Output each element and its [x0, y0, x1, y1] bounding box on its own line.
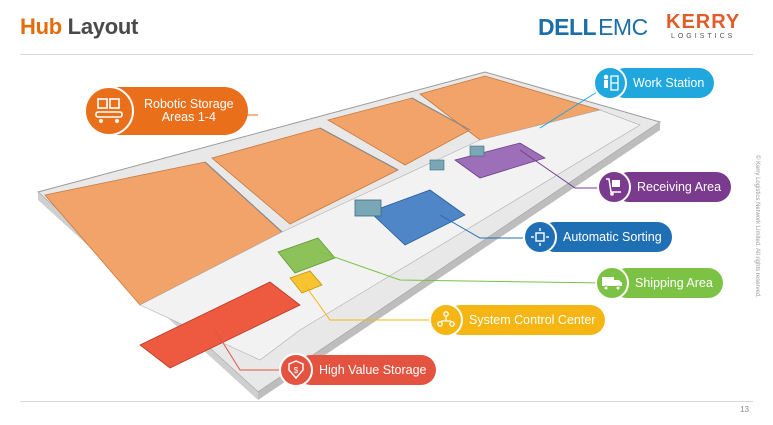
footer-divider [20, 401, 753, 402]
dell-emc-logo: DELLEMC [538, 14, 648, 41]
box-arrows-icon [523, 220, 557, 254]
shipping-area-text: Shipping Area [635, 275, 713, 290]
robotic-storage-label: Robotic Storage Areas 1-4 [84, 86, 248, 136]
partition-wall-1 [204, 161, 283, 233]
leader-shipping [319, 251, 606, 284]
people-network-icon [429, 303, 463, 337]
high-value-storage-text: High Value Storage [319, 362, 427, 377]
shipping-area-label: Shipping Area [595, 266, 723, 300]
high-value-zone [139, 281, 301, 369]
receiving-area-text: Receiving Area [637, 179, 722, 194]
worker-shelf-icon [593, 66, 627, 100]
partition-wall-3 [411, 97, 471, 131]
system-control-center-label: System Control Center [429, 303, 606, 337]
work-station-unit-3 [469, 145, 485, 157]
title-accent: Hub [20, 14, 62, 39]
logo-logistics-text: LOGISTICS [670, 33, 736, 40]
robotic-storage-line2: Areas 1-4 [161, 110, 216, 124]
page-number: 13 [740, 405, 749, 414]
safe-badge-icon: $ [279, 353, 313, 387]
page-title: Hub Layout [20, 14, 138, 40]
leader-control-center [304, 284, 435, 321]
leader-sorting [439, 214, 525, 239]
receiving-area-label: Receiving Area [597, 170, 732, 204]
leader-high-value [214, 329, 285, 371]
system-control-center-text: System Control Center [469, 312, 596, 327]
work-station-label: Work Station [593, 66, 715, 100]
control-center-zone [289, 270, 323, 294]
work-station-unit-2 [429, 159, 445, 171]
boxes-conveyor-icon [84, 86, 134, 136]
robotic-storage-line1: Robotic Storage [144, 97, 234, 111]
shipping-zone [277, 237, 336, 274]
high-value-storage-label: $ High Value Storage [279, 353, 437, 387]
sorting-zone [369, 189, 466, 246]
work-station-text: Work Station [633, 75, 705, 90]
logo-kerry-text: KERRY [666, 11, 741, 33]
title-rest: Layout [61, 14, 139, 39]
work-station-unit-1 [354, 199, 382, 217]
hand-truck-icon [597, 170, 631, 204]
partition-wall-2 [319, 127, 399, 171]
logo-emc-text: EMC [598, 14, 648, 40]
automatic-sorting-text: Automatic Sorting [563, 229, 662, 244]
leader-receiving [519, 149, 605, 189]
logo-dell-text: DELL [538, 14, 597, 40]
automatic-sorting-label: Automatic Sorting [523, 220, 672, 254]
delivery-truck-icon [595, 266, 629, 300]
building-side-wall [258, 122, 660, 400]
svg-text:$: $ [294, 366, 299, 375]
header-divider [20, 54, 753, 55]
